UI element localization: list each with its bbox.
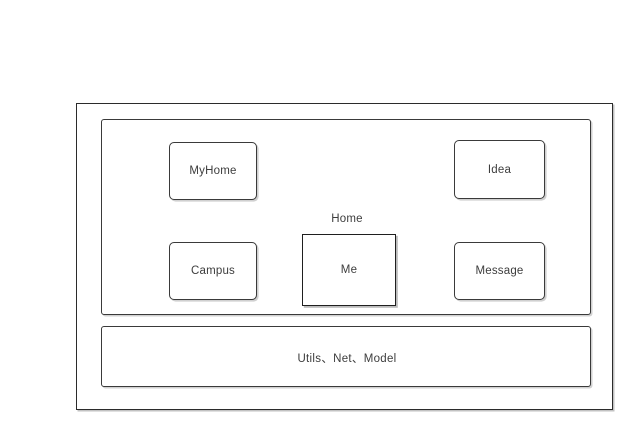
module-box-message[interactable]: Message: [454, 242, 545, 300]
module-box-me[interactable]: Me: [302, 234, 396, 306]
module-box-campus[interactable]: Campus: [169, 242, 257, 300]
home-layer-panel: MyHome Idea Home Campus Me Message: [101, 119, 591, 315]
module-box-myhome[interactable]: MyHome: [169, 142, 257, 200]
module-label-myhome: MyHome: [189, 165, 237, 177]
application-container: MyHome Idea Home Campus Me Message Utils…: [76, 103, 613, 410]
shared-layer-caption: Utils、Net、Model: [297, 352, 397, 365]
module-label-message: Message: [475, 265, 524, 277]
module-label-me: Me: [340, 264, 358, 276]
module-label-idea: Idea: [487, 163, 512, 176]
module-box-idea[interactable]: Idea: [454, 140, 545, 199]
shared-layer-panel: Utils、Net、Model: [101, 326, 591, 387]
home-layer-caption: Home: [331, 213, 363, 225]
module-label-campus: Campus: [190, 265, 236, 277]
